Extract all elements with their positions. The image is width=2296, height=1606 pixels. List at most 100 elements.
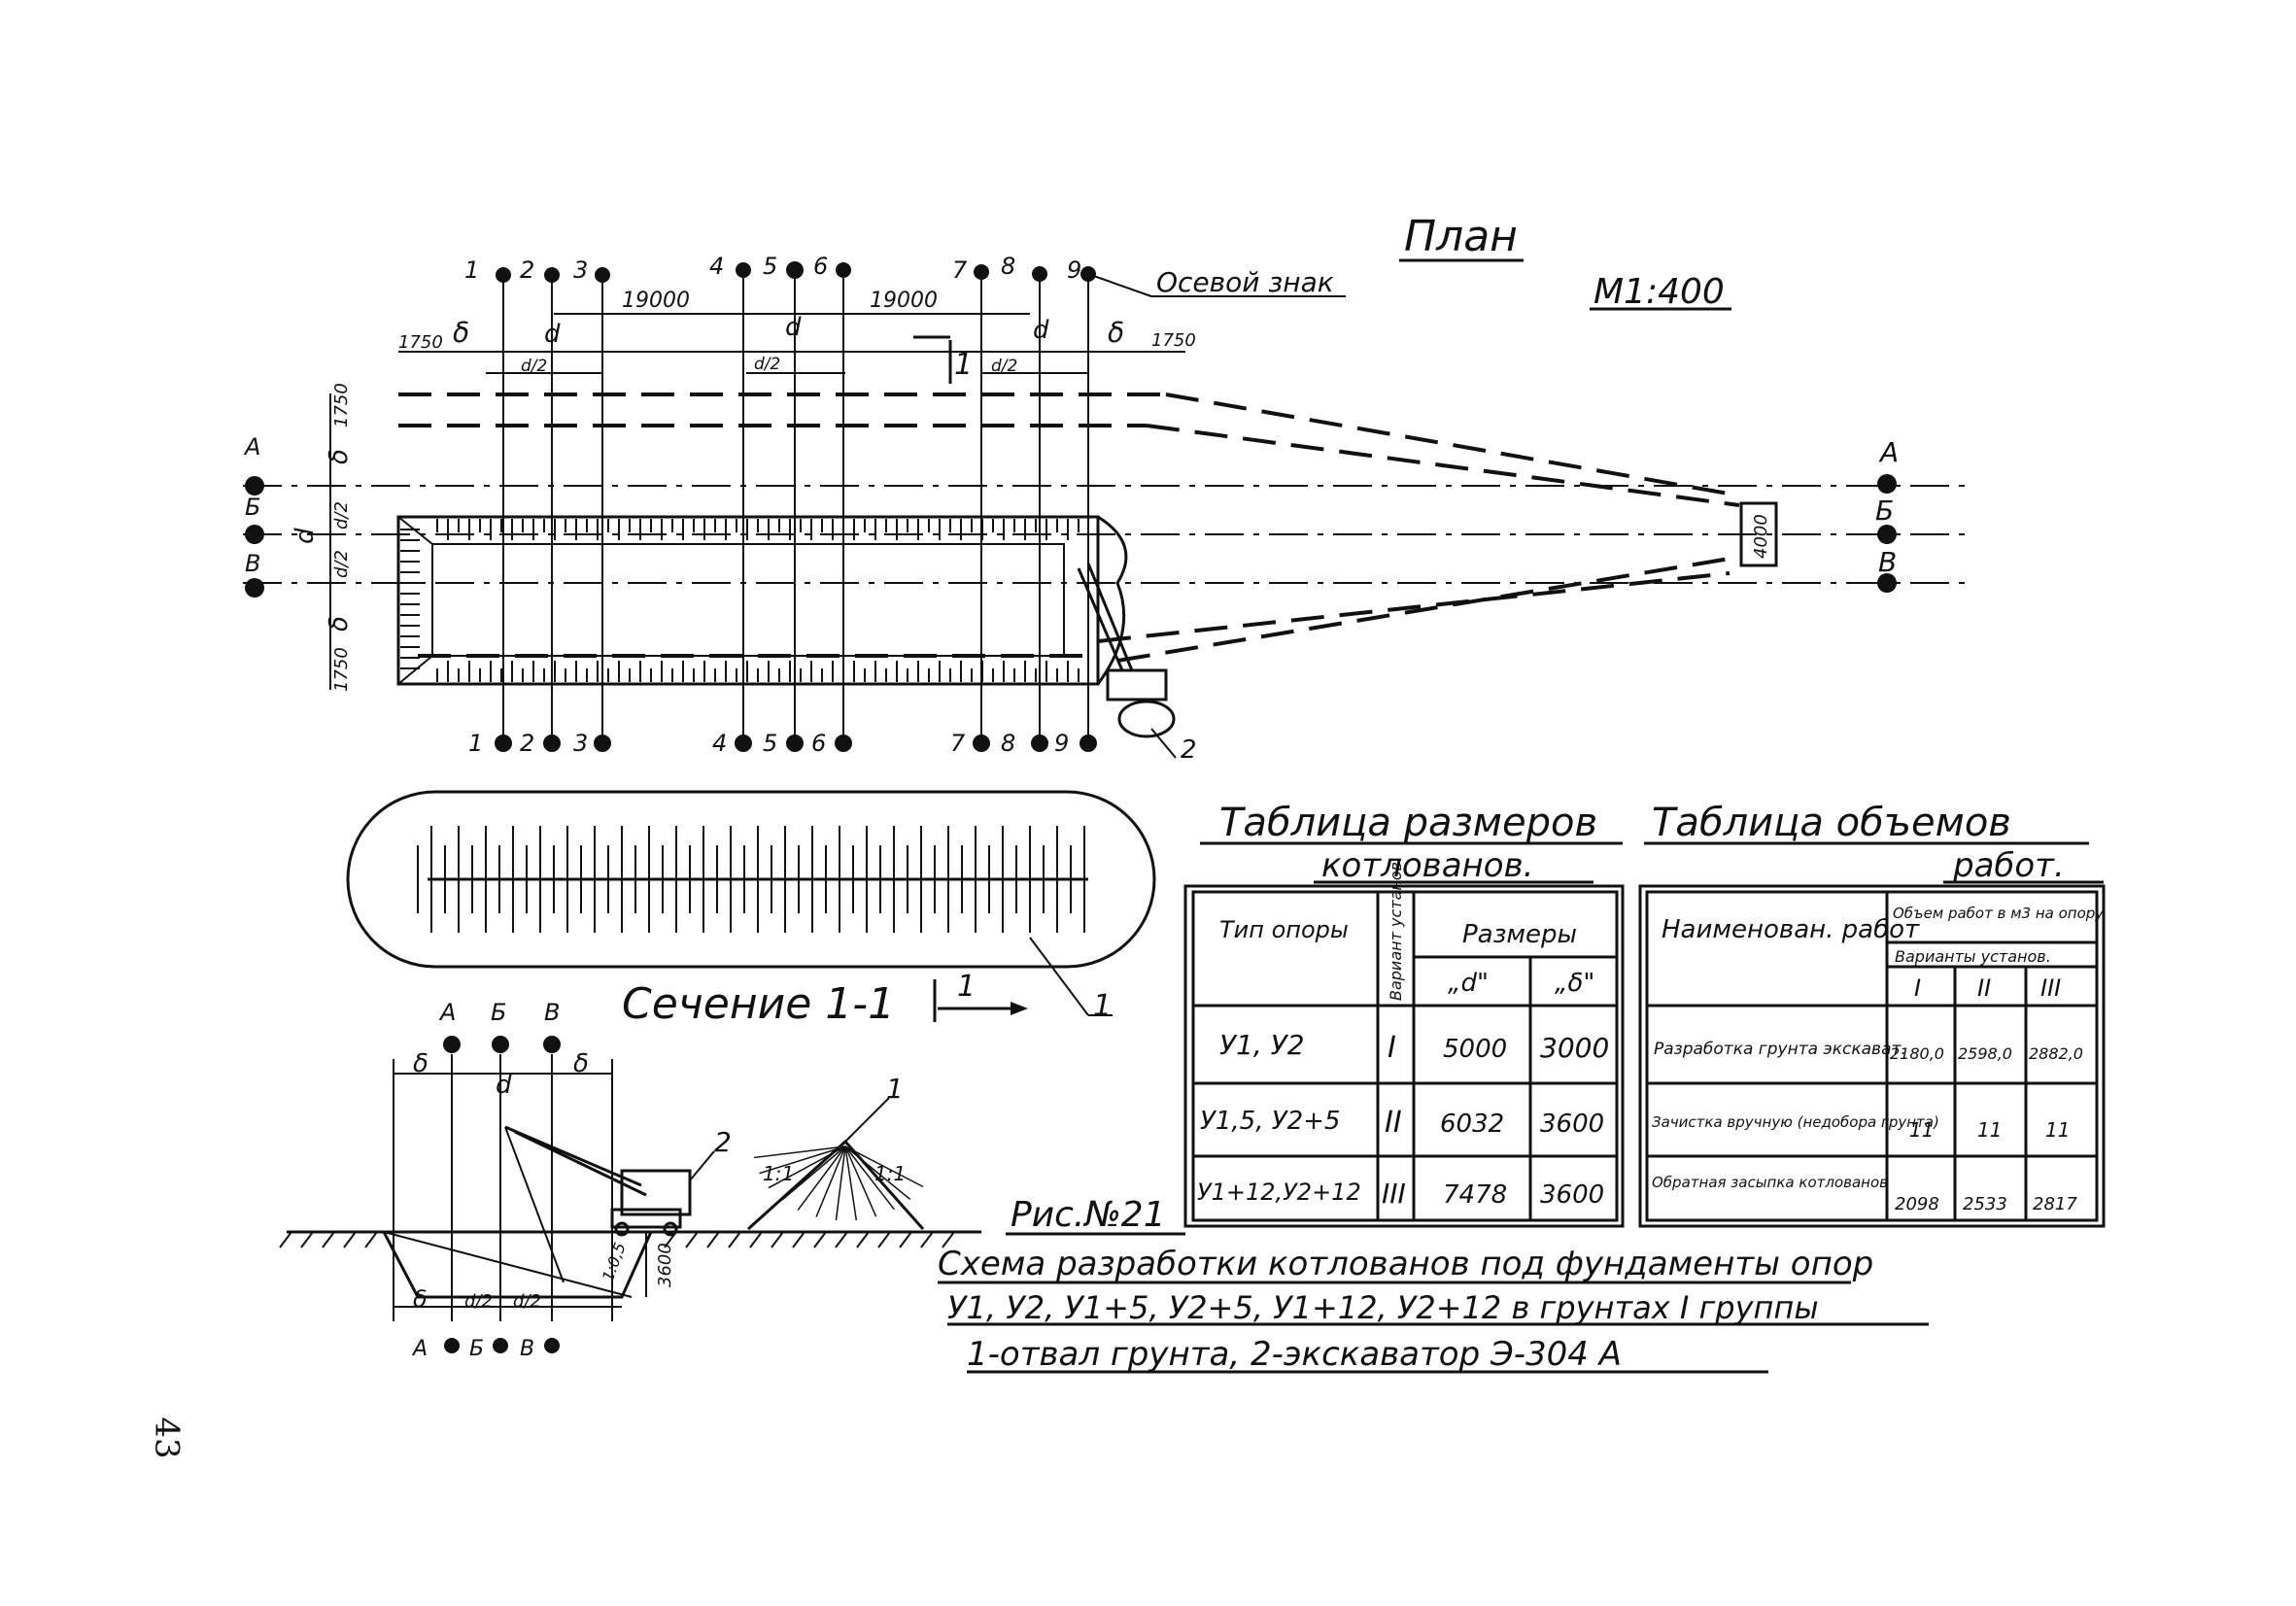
dim-1750-right: 1750 (1151, 330, 1196, 351)
hatch-stroke (759, 1145, 846, 1175)
volumes-variant-1: I (1914, 974, 1921, 1002)
volumes-row-3: Обратная засыпка котлованов 2098 2533 28… (1652, 1174, 2077, 1214)
sizes-table-title-1: Таблица размеров (1219, 801, 1597, 845)
hatch-stroke (749, 1231, 763, 1248)
volumes-variant-2: II (1977, 974, 1991, 1002)
hatch-stroke (781, 1145, 846, 1201)
support-label-b2: 2 (520, 730, 534, 757)
hatch-stroke (844, 1145, 858, 1221)
section-delta-right: δ (573, 1049, 589, 1078)
dim-d-2: d (785, 313, 802, 342)
section-a-top: А (438, 999, 456, 1026)
plan-scale: М1:400 (1593, 272, 1725, 312)
hatch-stroke (768, 1145, 846, 1189)
section-depth: 3600 (655, 1243, 675, 1287)
support-label-6: 6 (813, 253, 828, 280)
support-label-9: 9 (1067, 256, 1081, 284)
hatch-stroke (877, 1231, 891, 1248)
sizes-row-2-b: 3600 (1540, 1110, 1604, 1139)
sizes-header-b: „δ" (1555, 969, 1594, 998)
dim-vert-1750-top: 1750 (331, 383, 352, 427)
hatch-stroke (771, 1231, 784, 1248)
support-label-3: 3 (573, 256, 588, 284)
support-label-b8: 8 (1001, 730, 1015, 757)
dim-delta-left: δ (453, 317, 469, 349)
axis-a-right: А (1878, 436, 1899, 468)
sizes-row-3-type: У1+12,У2+12 (1197, 1179, 1361, 1206)
hatch-stroke (300, 1231, 314, 1248)
axis-a-left: А (243, 433, 260, 461)
ground-section (287, 1230, 981, 1299)
dim-4000: 4000 (1751, 514, 1771, 559)
support-label-4: 4 (709, 253, 724, 280)
sizes-row-1-b: 3000 (1540, 1032, 1609, 1064)
support-axes (502, 277, 1089, 743)
support-label-b5: 5 (763, 730, 777, 757)
excavator-plan (1077, 563, 1176, 738)
dim-vert-d2-2: d/2 (331, 550, 352, 578)
sizes-row-3-variant: III (1382, 1178, 1406, 1210)
rounded-callout-1: 1 (1093, 989, 1112, 1023)
section-b-top: Б (491, 999, 506, 1026)
plan-title: План (1404, 212, 1518, 261)
volumes-row-2: Зачистка вручную (недобора грунта) 11 11… (1652, 1113, 2070, 1142)
dim-1750-left: 1750 (398, 332, 443, 353)
page-number: 43 (147, 1417, 187, 1459)
support-label-b7: 7 (950, 730, 966, 757)
support-numbers-bottom: 1 2 3 4 5 6 7 8 9 (468, 730, 1097, 757)
section-title: Сечение 1-1 (622, 979, 895, 1029)
support-numbers-top: 1 2 3 4 5 6 7 8 9 (464, 253, 1081, 284)
volumes-row-3-name: Обратная засыпка котлованов (1652, 1174, 1888, 1191)
dim-vert-d2-1: d/2 (331, 501, 352, 530)
sizes-row-2: У1,5, У2+5 II 6032 3600 (1200, 1106, 1604, 1140)
sizes-row-3-d: 7478 (1443, 1180, 1507, 1210)
sizes-table-title-2: котлованов. (1321, 846, 1533, 885)
axis-letters-left: А Б В (243, 433, 264, 598)
heap-callout-1: 1 (886, 1073, 904, 1105)
hatch-stroke (364, 1231, 378, 1248)
sizes-row-3-b: 3600 (1540, 1180, 1604, 1210)
sizes-row-2-type: У1,5, У2+5 (1200, 1107, 1340, 1136)
section-v-bottom: В (520, 1337, 534, 1361)
dim-19000-left: 19000 (622, 289, 690, 313)
dim-19000-right: 19000 (870, 289, 938, 313)
axis-sign-label: Осевой знак (1156, 266, 1334, 298)
volumes-table-title-1: Таблица объемов (1652, 801, 2011, 845)
caption-line-3: 1-отвал грунта, 2-экскаватор Э-304 А (967, 1335, 1622, 1374)
hatch-stroke (856, 1231, 870, 1248)
volumes-variant-3: III (2040, 974, 2061, 1002)
hatch-stroke (753, 1145, 846, 1159)
dim-vert-delta-top: δ (325, 449, 354, 464)
volumes-row-2-name: Зачистка вручную (недобора грунта) (1652, 1113, 1939, 1131)
volumes-row-1-v1: 2180,0 (1890, 1044, 1944, 1063)
volumes-row-1-v3: 2882,0 (2029, 1044, 2083, 1063)
volumes-row-1: Разработка грунта экскават. 2180,0 2598,… (1654, 1040, 2083, 1063)
excavator-section (504, 1125, 692, 1283)
volumes-row-2-v2: 11 (1977, 1118, 2002, 1142)
section-delta-left: δ (413, 1049, 428, 1078)
sizes-row-1: У1, У2 I 5000 3000 (1219, 1029, 1609, 1065)
support-label-b3: 3 (573, 730, 588, 757)
hatch-stroke (813, 1231, 827, 1248)
support-label-7: 7 (952, 256, 968, 284)
caption-line-2: У1, У2, У1+5, У2+5, У1+12, У2+12 в грунт… (947, 1289, 1819, 1326)
section-callout-2: 2 (714, 1126, 732, 1158)
plan-callout-2: 2 (1181, 735, 1197, 765)
section-bottom-d2-1: d/2 (464, 1291, 493, 1312)
sizes-row-1-variant: I (1388, 1031, 1396, 1065)
sizes-header-variant: Вариант установ. (1387, 857, 1405, 1001)
hatch-stroke (844, 1145, 895, 1211)
dim-delta-right: δ (1108, 317, 1124, 349)
hatch-stroke (844, 1145, 911, 1201)
section-slope-small: 1:0,5 (599, 1240, 630, 1283)
hatch-stroke (279, 1231, 292, 1248)
dim-d2-2: d/2 (754, 355, 780, 374)
dim-vert-delta-bottom: δ (325, 616, 354, 632)
section-d: d (496, 1071, 512, 1100)
volumes-row-1-name: Разработка грунта экскават. (1654, 1040, 1906, 1059)
sizes-row-2-variant: II (1385, 1106, 1402, 1140)
axis-v-right: В (1878, 546, 1897, 578)
dim-d2-1: d/2 (521, 357, 547, 376)
dim-d-3: d (1033, 316, 1049, 345)
